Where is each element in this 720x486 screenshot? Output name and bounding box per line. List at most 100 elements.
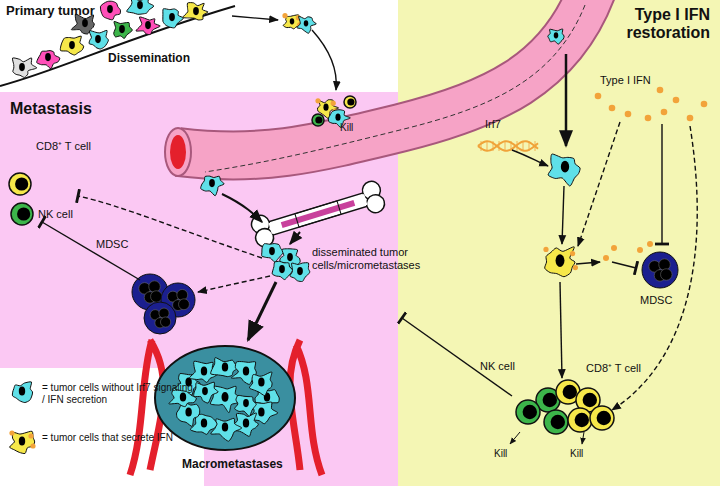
- tumor-cell: [127, 0, 154, 14]
- ifn-dot: [687, 115, 694, 122]
- legend-text: = tumor cells without Irf7 signaling / I…: [42, 382, 194, 406]
- mdsc-nucleus: [151, 291, 163, 303]
- nucleus: [193, 7, 199, 15]
- ifn-dot: [595, 93, 602, 100]
- nucleus: [169, 13, 175, 21]
- ifn-dot: [673, 97, 680, 104]
- figure-label: CD8⁺ T cell: [36, 140, 91, 153]
- nucleus: [15, 177, 28, 190]
- ifn-dot: [30, 443, 35, 448]
- figure-label: Irf7: [485, 118, 501, 131]
- circulation-path: [205, 5, 585, 172]
- nucleus: [19, 437, 25, 446]
- tumor-cell: [136, 17, 160, 35]
- legend-samples: [9, 382, 35, 454]
- ifn-dot: [315, 98, 320, 103]
- nucleus: [202, 387, 208, 395]
- arrow: [582, 432, 584, 444]
- lymphocyte: [590, 406, 614, 430]
- nucleus: [222, 363, 228, 372]
- base-pair: [511, 141, 512, 151]
- base-pair: [529, 141, 530, 151]
- ifn-dot: [573, 265, 578, 270]
- base-pair: [523, 141, 524, 151]
- arrow: [565, 54, 568, 146]
- nucleus: [335, 114, 340, 121]
- figure-label: NK cell: [38, 208, 73, 221]
- ifn-dot: [657, 87, 664, 94]
- tumor-cell: [10, 431, 35, 453]
- tumor-cell: [12, 58, 36, 78]
- nucleus: [180, 393, 186, 402]
- nucleus: [221, 392, 228, 402]
- figure-label: MDSC: [640, 294, 672, 307]
- tumor-cell: [290, 263, 310, 282]
- nucleus: [19, 63, 25, 71]
- base-pair: [499, 141, 500, 151]
- nucleus: [575, 413, 589, 427]
- region-panel: Metastasis: [0, 92, 398, 368]
- figure-label: CD8⁺ T cell: [586, 362, 641, 375]
- region-heading: Type I IFN restoration: [578, 6, 710, 43]
- tumor-cell: [548, 154, 580, 186]
- ifn-dot: [611, 245, 617, 251]
- tumor-cell: [100, 1, 120, 20]
- ifn-dot: [9, 430, 14, 435]
- nucleus: [45, 53, 51, 61]
- arrow: [510, 432, 520, 444]
- arrow: [312, 30, 336, 90]
- base-pair: [487, 141, 488, 151]
- nucleus: [561, 161, 569, 173]
- nucleus: [209, 179, 215, 187]
- mdsc-nucleus: [661, 269, 673, 281]
- arrow: [222, 194, 262, 222]
- lymphocyte: [9, 173, 31, 195]
- lymphocyte: [11, 203, 33, 225]
- ifn-dot: [282, 13, 287, 18]
- arrow: [578, 122, 620, 246]
- arrow: [576, 262, 600, 264]
- ifn-dot: [331, 101, 336, 106]
- bone-fill: [269, 194, 368, 234]
- tumor-cell: [235, 395, 257, 416]
- nucleus: [279, 265, 285, 273]
- tumor-cell: [194, 382, 218, 403]
- mdsc-nucleus: [160, 317, 170, 327]
- figure-label: Kill: [570, 448, 583, 460]
- tumor-cell: [249, 372, 272, 396]
- ifn-dot: [647, 241, 653, 247]
- tumor-cell: [163, 9, 184, 28]
- figure-label: NK cell: [480, 360, 515, 373]
- ifn-dot: [625, 111, 632, 118]
- nucleus: [243, 367, 249, 376]
- ifn-dot: [645, 115, 652, 122]
- mdsc-nucleus: [659, 259, 671, 271]
- base-pair: [493, 141, 494, 151]
- nucleus: [107, 5, 113, 13]
- arrow: [290, 232, 300, 244]
- ifn-dot: [603, 255, 609, 261]
- ifn-dot: [28, 433, 33, 438]
- lymphocyte: [516, 400, 540, 424]
- lymphocyte: [568, 408, 592, 432]
- bone-shaft: [266, 192, 370, 236]
- bone-section: [295, 201, 341, 227]
- inhibit-arrow: [402, 318, 512, 396]
- nucleus: [258, 378, 264, 387]
- nucleus: [243, 399, 249, 407]
- nucleus: [347, 98, 354, 105]
- lymphocyte: [544, 410, 568, 434]
- nucleus: [543, 393, 557, 407]
- figure-label: Type I IFN: [600, 74, 651, 87]
- nucleus: [201, 418, 207, 427]
- base-pair: [517, 141, 518, 151]
- inhibit-arrow: [612, 262, 636, 268]
- region-heading: Metastasis: [10, 100, 388, 118]
- tumor-cell: [177, 403, 200, 426]
- ifn-dot: [661, 109, 668, 116]
- ifn-dot: [637, 247, 643, 253]
- nucleus: [269, 247, 275, 255]
- nucleus: [185, 408, 191, 417]
- nucleus: [551, 415, 565, 429]
- nucleus: [597, 411, 611, 425]
